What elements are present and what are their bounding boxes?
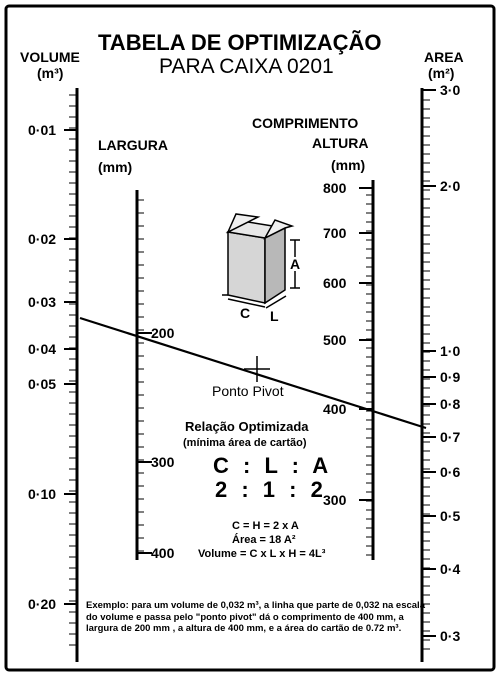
formula-1: C = H = 2 x A — [232, 520, 299, 532]
relation-ratio-letters: C : L : A — [213, 453, 333, 478]
volume-unit: (m³) — [37, 65, 64, 81]
area-label: AREA — [424, 49, 464, 65]
area-tick-label: 0·8 — [440, 396, 461, 412]
altura-label: ALTURA — [312, 135, 369, 151]
comprimento-scale — [359, 180, 375, 560]
area-scale — [420, 88, 436, 662]
example-line — [79, 316, 427, 430]
relation-ratio-values: 2 : 1 : 2 — [215, 477, 327, 502]
comprimento-tick-label: 300 — [323, 492, 347, 508]
area-tick-label: 1·0 — [440, 343, 461, 359]
largura-tick-label: 400 — [151, 545, 175, 561]
area-tick-label: 0·4 — [440, 561, 461, 577]
area-tick-label: 0·7 — [440, 429, 461, 445]
volume-label: VOLUME — [20, 49, 80, 65]
box-flap-right — [263, 219, 295, 240]
largura-label: LARGURA — [98, 137, 168, 153]
area-unit: (m²) — [428, 65, 455, 81]
box-label-c: C — [240, 305, 251, 321]
box-side-face — [264, 226, 286, 305]
comprimento-tick-label: 400 — [323, 401, 347, 417]
volume-tick-label: 0·05 — [28, 376, 57, 392]
volume-tick-label: 0·02 — [28, 231, 57, 247]
formula-2: Área = 18 A² — [232, 534, 296, 546]
example-text: Exemplo: para um volume de 0,032 m³, a l… — [86, 600, 425, 634]
area-tick-label: 2·0 — [440, 178, 461, 194]
comprimento-tick-label: 500 — [323, 332, 347, 348]
volume-minor-ticks — [69, 94, 77, 646]
title-line1: TABELA DE OPTIMIZAÇÃO — [98, 30, 382, 55]
area-tick-label: 0·3 — [440, 628, 461, 644]
area-tick-label: 3·0 — [440, 82, 461, 98]
largura-unit: (mm) — [98, 159, 133, 175]
comprimento-tick-label: 700 — [323, 225, 347, 241]
largura-minor-ticks — [137, 199, 144, 552]
area-tick-label: 0·5 — [440, 508, 461, 524]
area-minor-ticks — [422, 99, 430, 650]
box-illustration — [222, 213, 300, 309]
comprimento-label: COMPRIMENTO — [252, 115, 359, 131]
volume-tick-label: 0·10 — [28, 486, 57, 502]
volume-tick-label: 0·20 — [28, 596, 57, 612]
comprimento-tick-label: 800 — [323, 180, 347, 196]
title-line2: PARA CAIXA 0201 — [159, 55, 334, 78]
volume-tick-label: 0·03 — [28, 294, 57, 310]
volume-tick-label: 0·04 — [28, 341, 57, 357]
relation-title: Relação Optimizada — [185, 419, 309, 434]
box-flap-left — [226, 213, 261, 234]
largura-tick-label: 300 — [151, 454, 175, 470]
pivot-label: Ponto Pivot — [212, 383, 284, 399]
dim-l-line — [265, 295, 287, 309]
volume-tick-label: 0·01 — [28, 122, 57, 138]
largura-tick-label: 200 — [151, 325, 175, 341]
comprimento-unit: (mm) — [331, 157, 366, 173]
relation-subtitle: (mínima área de cartão) — [183, 437, 307, 449]
area-tick-label: 0·6 — [440, 464, 461, 480]
box-label-a: A — [290, 256, 301, 272]
area-tick-label: 0·9 — [440, 369, 461, 385]
volume-scale — [64, 88, 79, 662]
box-front-face — [227, 231, 266, 304]
dim-c-line — [227, 298, 266, 308]
formula-3: Volume = C x L x H = 4L³ — [198, 548, 326, 560]
pivot-point — [244, 356, 270, 382]
box-label-l: L — [270, 308, 279, 324]
comprimento-tick-label: 600 — [323, 275, 347, 291]
outer-border — [4, 4, 496, 672]
largura-scale — [135, 190, 152, 560]
comprimento-minor-ticks — [366, 194, 373, 556]
